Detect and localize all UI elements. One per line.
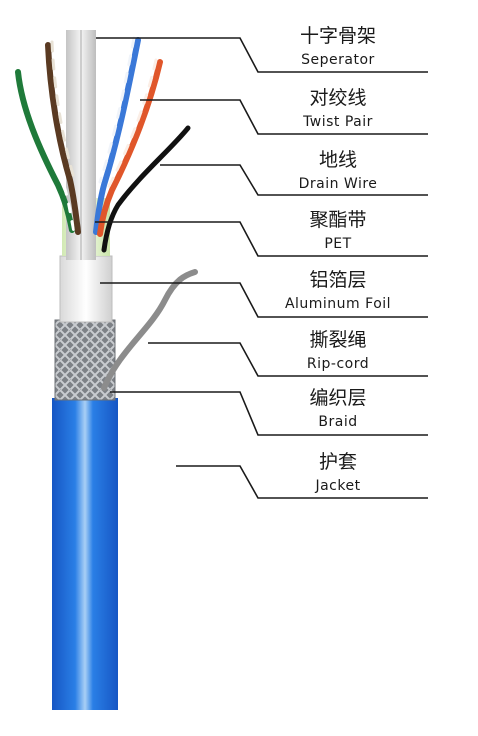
label-braid-cn: 编织层 — [309, 387, 366, 409]
label-rip-cord-cn: 撕裂绳 — [309, 329, 366, 351]
label-separator-en: Seperator — [301, 52, 375, 68]
drain-wire — [101, 125, 191, 253]
label-pet-cn: 聚酯带 — [309, 209, 366, 231]
label-drain-wire-cn: 地线 — [319, 149, 357, 171]
label-braid-en: Braid — [318, 414, 357, 430]
label-aluminum-foil-cn: 铝箔层 — [309, 269, 366, 291]
twist-pairs — [15, 36, 163, 237]
label-aluminum-foil-en: Aluminum Foil — [285, 296, 391, 312]
label-drain-wire-en: Drain Wire — [299, 176, 378, 192]
label-twist-pair-en: Twist Pair — [302, 114, 373, 130]
label-rip-cord-en: Rip-cord — [307, 356, 369, 372]
layer-labels: 十字骨架 Seperator 对绞线 Twist Pair 地线 Drain W… — [285, 25, 391, 494]
label-jacket-en: Jacket — [314, 478, 360, 494]
leader-lines — [95, 37, 428, 499]
aluminum-foil-layer — [59, 255, 113, 323]
label-pet-en: PET — [324, 236, 351, 252]
label-twist-pair-cn: 对绞线 — [309, 87, 366, 109]
label-jacket-cn: 护套 — [319, 451, 357, 473]
rip-cord — [101, 269, 198, 391]
label-separator-cn: 十字骨架 — [300, 25, 376, 47]
jacket-layer — [52, 398, 118, 710]
